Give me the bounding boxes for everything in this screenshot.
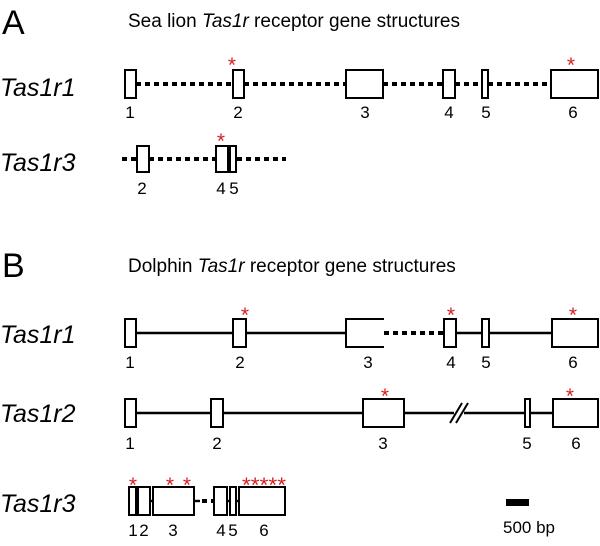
mutation-star: * — [166, 474, 174, 497]
mutation-star: * — [381, 385, 389, 408]
exon-box — [213, 486, 228, 516]
gene-label-dolphin-tas1r2: Tas1r2 — [0, 400, 76, 428]
mutation-star: * — [447, 304, 455, 327]
exon-box — [124, 398, 137, 428]
exon-label: 2 — [233, 103, 242, 122]
exon-box — [550, 69, 599, 99]
exon-box — [128, 486, 137, 516]
exon-label: 4 — [444, 103, 453, 122]
gene-label-sealion-tas1r1: Tas1r1 — [0, 74, 76, 102]
exon-box — [481, 318, 490, 348]
exon-box — [229, 145, 237, 173]
exon-box — [210, 398, 224, 428]
exon-box — [152, 486, 195, 516]
exon-label: 1 — [125, 353, 134, 372]
exon-label: 6 — [568, 353, 577, 372]
exon-label: 6 — [259, 521, 268, 540]
exon-label: 5 — [481, 353, 490, 372]
dolphin-tas1r2-gene: Tas1r2 1 2 3 5 6 * * — [0, 385, 599, 453]
exon-label: 6 — [571, 434, 580, 453]
mutation-star: * — [183, 474, 191, 497]
exon-label: 2 — [139, 521, 148, 540]
exon-box — [552, 398, 599, 428]
panel-b-title: Dolphin Tas1r receptor gene structures — [128, 256, 456, 277]
exon-label: 5 — [522, 434, 531, 453]
scale-bar: 500 bp — [503, 499, 555, 537]
exon-box — [124, 69, 137, 99]
exon-box — [524, 398, 531, 428]
exon-label: 5 — [228, 521, 237, 540]
exon-label: 6 — [568, 103, 577, 122]
exon-box — [136, 145, 150, 173]
exon-label: 3 — [363, 353, 372, 372]
mutation-star: * — [228, 54, 236, 77]
scale-bar-mark — [506, 499, 529, 506]
exon-label: 4 — [216, 521, 225, 540]
exon-box — [238, 486, 286, 516]
exon-box — [481, 69, 489, 99]
exon-box-open — [345, 318, 384, 348]
exon-label: 1 — [128, 521, 137, 540]
exon-label: 4 — [216, 179, 225, 198]
sealion-tas1r1-gene: Tas1r1 1 2 3 4 5 6 * * — [0, 54, 599, 122]
gene-label-dolphin-tas1r3: Tas1r3 — [0, 490, 76, 518]
exon-box — [362, 398, 405, 428]
exon-label: 1 — [125, 434, 134, 453]
gene-label-dolphin-tas1r1: Tas1r1 — [0, 321, 76, 349]
panel-a-title: Sea lion Tas1r receptor gene structures — [128, 11, 460, 32]
break-mark — [455, 402, 469, 424]
exon-box — [442, 69, 456, 99]
exon-box — [551, 318, 599, 348]
break-mark — [449, 402, 463, 424]
exon-label: 2 — [137, 179, 146, 198]
exon-label: 2 — [212, 434, 221, 453]
scale-bar-label: 500 bp — [503, 518, 555, 537]
exon-box — [229, 486, 237, 516]
exon-label: 2 — [235, 353, 244, 372]
exon-box — [232, 69, 245, 99]
exon-label: 3 — [168, 521, 177, 540]
exon-box — [345, 69, 384, 99]
gene-label-sealion-tas1r3: Tas1r3 — [0, 149, 76, 177]
dolphin-tas1r1-gene: Tas1r1 1 2 3 4 5 6 * * * — [0, 304, 599, 372]
panel-b-letter: B — [2, 247, 25, 285]
exon-label: 3 — [360, 103, 369, 122]
exon-label: 4 — [446, 353, 455, 372]
mutation-star-cluster: ***** — [242, 474, 286, 497]
panel-a-letter: A — [2, 4, 25, 42]
exon-label: 5 — [481, 103, 490, 122]
mutation-star: * — [129, 474, 137, 497]
dolphin-tas1r3-gene: Tas1r3 1 2 3 4 5 6 * * * ***** — [0, 474, 286, 540]
mutation-star: * — [569, 304, 577, 327]
mutation-star: * — [241, 304, 249, 327]
mutation-star: * — [217, 130, 225, 153]
mutation-star: * — [567, 54, 575, 77]
mutation-star: * — [566, 385, 574, 408]
exon-label: 3 — [378, 434, 387, 453]
exon-label: 1 — [125, 103, 134, 122]
exon-label: 5 — [229, 179, 238, 198]
exon-box — [124, 318, 137, 348]
exon-box — [137, 486, 151, 516]
exon-box — [215, 145, 229, 173]
exon-box — [232, 318, 247, 348]
exon-box — [443, 318, 457, 348]
sealion-tas1r3-gene: Tas1r3 2 4 5 * — [0, 130, 286, 198]
